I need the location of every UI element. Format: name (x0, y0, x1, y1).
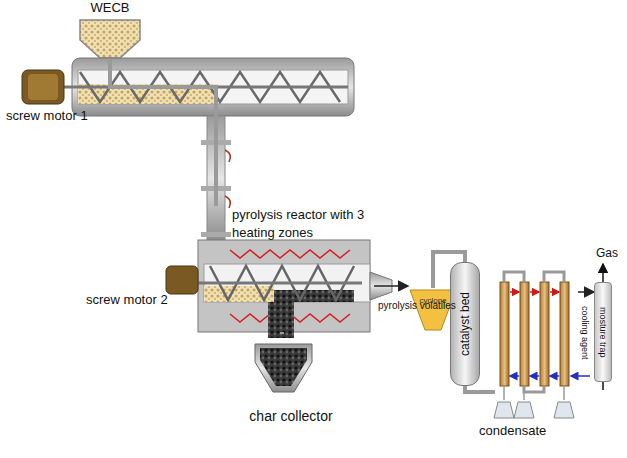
flow-label: cooling agent (580, 306, 590, 360)
feed-hopper: WECB (70, 0, 150, 60)
pipe-connector (110, 60, 216, 206)
pipe-connector (280, 332, 284, 334)
node-text: mosture trap (598, 307, 608, 358)
flow-label: Gas (596, 246, 618, 260)
catalyst-bed: catalyst bed (450, 262, 480, 386)
edge-label: pyrolysis volatiles (378, 300, 456, 311)
pyrolysis-reactor: pyrolysis reactor with 3 heating zones (198, 206, 374, 332)
pipe-connector (578, 291, 594, 293)
node-text: pyrolysis reactor with 3 heating zones (232, 206, 382, 242)
node-text: char collector (235, 408, 347, 424)
node-text: catalyst bed (458, 292, 472, 356)
pipe-connector (374, 285, 408, 287)
node-text: WECB (70, 0, 150, 15)
equipment-label: screw motor 1 (6, 108, 88, 123)
moisture-trap: mosture trap (594, 282, 612, 382)
equipment-label: screw motor 2 (86, 292, 168, 307)
node-text: condensate (479, 423, 546, 438)
char-collector: char collector (235, 334, 347, 424)
condenser-train: condensate (495, 278, 578, 438)
pipe-connector (465, 386, 495, 392)
